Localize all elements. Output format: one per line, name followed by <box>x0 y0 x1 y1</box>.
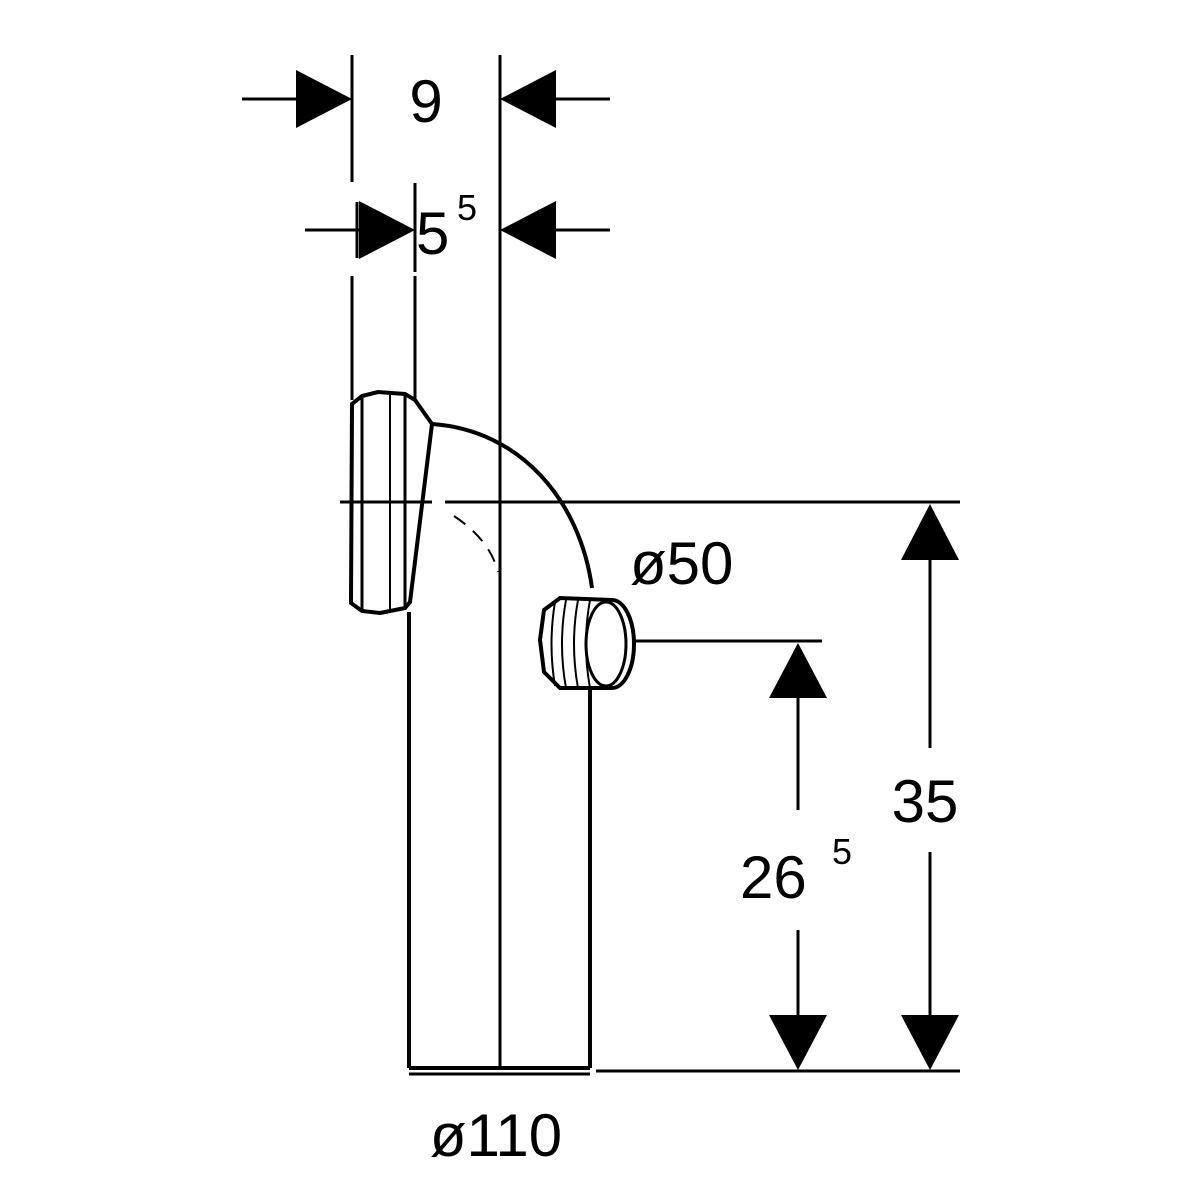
arrowhead-left <box>359 201 415 259</box>
dimension-label-height-branch: 26 <box>740 844 807 911</box>
dimension-width-offset <box>305 183 610 272</box>
arrowhead-up <box>901 504 959 560</box>
dimension-width-overall <box>242 55 610 1068</box>
reference-lines <box>445 500 960 1073</box>
arrowhead-right <box>500 70 556 128</box>
extension-lines <box>350 276 417 400</box>
arrowhead-down <box>901 1015 959 1070</box>
dimension-label-height-total: 35 <box>892 768 959 835</box>
branch-outlet <box>537 595 636 690</box>
arrowhead-down <box>769 1015 827 1070</box>
arrowhead-right <box>500 201 556 259</box>
center-line <box>453 515 501 1062</box>
dimension-label-width-overall: 9 <box>409 68 442 135</box>
pipe-body <box>407 422 594 1076</box>
dimension-label-width-offset-superscript: 5 <box>457 187 477 228</box>
arrowhead-left <box>296 70 352 128</box>
dimension-label-width-offset: 5 <box>416 200 449 267</box>
pipe-diameter-label: ø110 <box>430 1102 562 1169</box>
arrowhead-up <box>769 643 827 698</box>
inlet-socket <box>340 389 435 616</box>
dimension-label-height-branch-superscript: 5 <box>832 831 852 872</box>
branch-diameter-label: ø50 <box>630 530 733 597</box>
